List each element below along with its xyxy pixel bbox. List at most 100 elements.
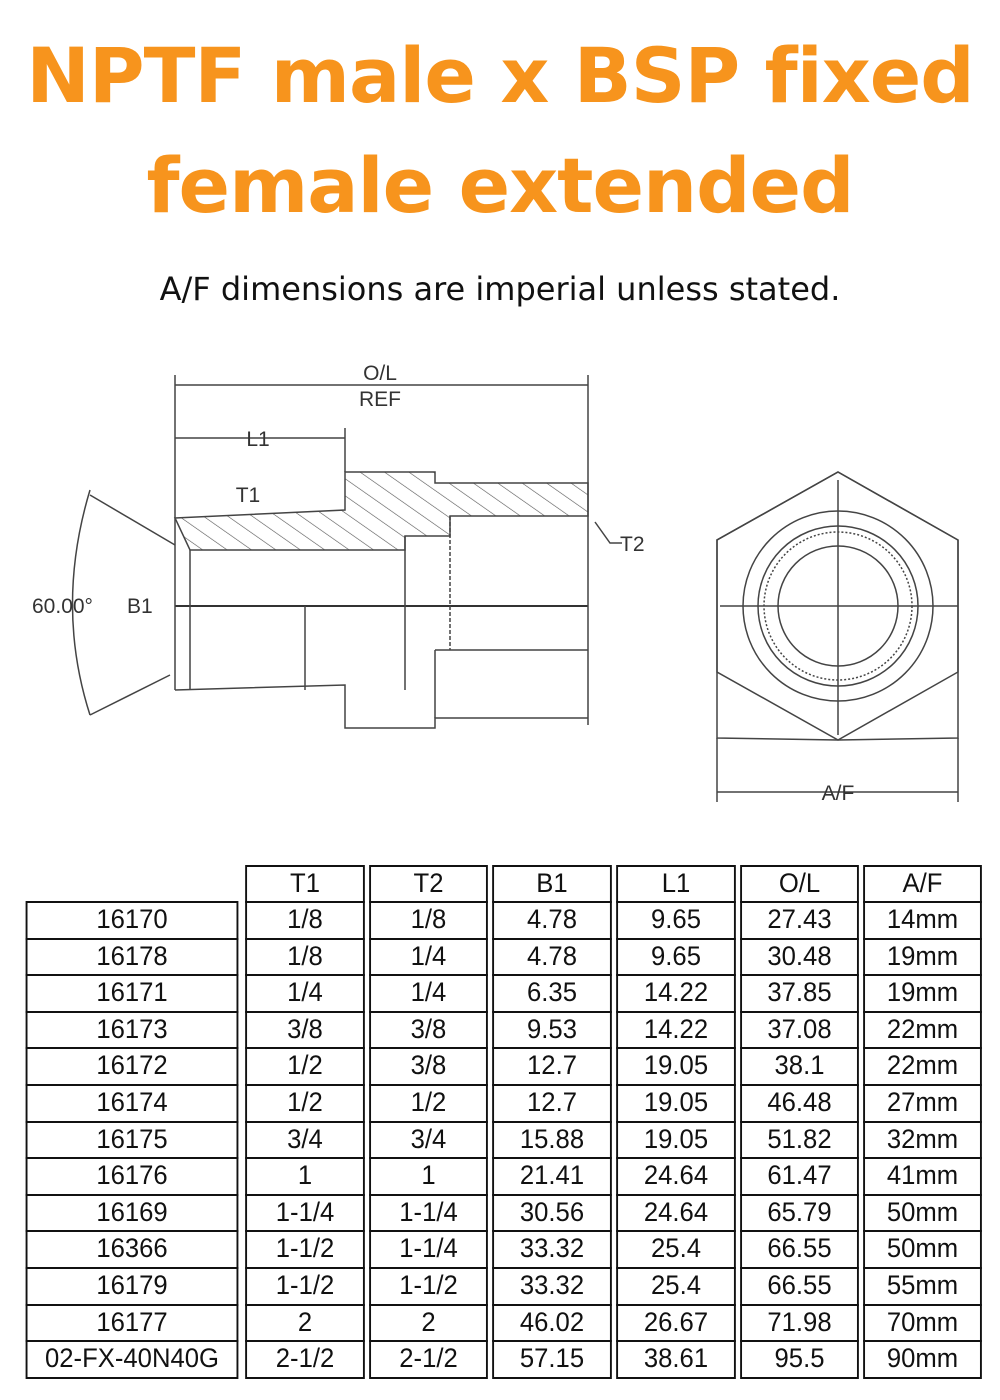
part-number-cell: 16170 (25, 901, 239, 940)
table-cell: 57.15 (492, 1340, 612, 1379)
table-cell: 38.1 (740, 1047, 859, 1086)
table-cell: 65.79 (740, 1193, 859, 1233)
table-cell: 14.22 (616, 1010, 736, 1050)
table-cell: 19mm (863, 974, 982, 1013)
table-cell: 24.64 (616, 1193, 736, 1233)
table-cell: 1/4 (245, 974, 365, 1013)
part-number-cell: 16169 (25, 1193, 239, 1233)
table-cell: 66.55 (740, 1230, 859, 1269)
part-number-cell: 16172 (25, 1047, 239, 1086)
table-cell: 21.41 (492, 1157, 612, 1196)
table-cell: 24.64 (616, 1157, 736, 1196)
table-cell: 38.61 (616, 1340, 736, 1379)
end-view (716, 471, 959, 802)
table-cell: 3/8 (245, 1010, 365, 1050)
table-cell: 26.67 (616, 1303, 736, 1343)
table-cell: 1-1/4 (245, 1193, 365, 1233)
part-number-cell: 02-FX-40N40G (25, 1340, 239, 1379)
table-cell: 19.05 (616, 1084, 736, 1123)
table-cell: 55mm (863, 1267, 982, 1306)
part-number-cell: 16173 (25, 1010, 239, 1050)
b1-label: B1 (127, 595, 153, 618)
column-header: T1 (245, 865, 365, 903)
table-cell: 1/4 (369, 974, 488, 1013)
table-cell: 9.65 (616, 937, 736, 977)
table-cell: 3/4 (245, 1120, 365, 1160)
l1-label: L1 (246, 428, 269, 451)
table-cell: 41mm (863, 1157, 982, 1196)
table-cell: 30.56 (492, 1193, 612, 1233)
technical-drawing: O/L REF L1 T1 T2 60.00° B1 A/F (32, 362, 959, 805)
table-cell: 4.78 (492, 901, 612, 940)
table-cell: 27.43 (740, 901, 859, 940)
column-header: O/L (740, 865, 859, 903)
table-cell: 22mm (863, 1010, 982, 1050)
table-cell: 1/2 (369, 1084, 488, 1123)
part-number-cell: 16171 (25, 974, 239, 1013)
ref-label: REF (359, 388, 401, 411)
table-cell: 9.65 (616, 901, 736, 940)
subtitle: A/F dimensions are imperial unless state… (159, 270, 841, 308)
t2-label: T2 (620, 533, 645, 556)
table-cell: 19.05 (616, 1120, 736, 1160)
column-header: A/F (863, 865, 982, 903)
column-header: L1 (616, 865, 736, 903)
table-cell: 32mm (863, 1120, 982, 1160)
table-cell: 61.47 (740, 1157, 859, 1196)
table-cell: 37.85 (740, 974, 859, 1013)
page-title-line-1: NPTF male x BSP fixed (26, 31, 974, 120)
af-label: A/F (822, 782, 855, 805)
table-cell: 3/4 (369, 1120, 488, 1160)
table-cell: 66.55 (740, 1267, 859, 1306)
part-number-cell: 16175 (25, 1120, 239, 1160)
table-cell: 1/2 (245, 1084, 365, 1123)
table-cell: 1-1/2 (245, 1230, 365, 1269)
table-cell: 1/8 (369, 901, 488, 940)
table-cell: 46.02 (492, 1303, 612, 1343)
table-cell: 3/8 (369, 1047, 488, 1086)
table-cell: 1-1/2 (369, 1267, 488, 1306)
table-cell: 2-1/2 (369, 1340, 488, 1379)
table-cell: 33.32 (492, 1267, 612, 1306)
table-cell: 1/2 (245, 1047, 365, 1086)
column-header: B1 (492, 865, 612, 903)
part-number-cell: 16176 (25, 1157, 239, 1196)
table-cell: 25.4 (616, 1230, 736, 1269)
table-cell: 70mm (863, 1303, 982, 1343)
table-cell: 14.22 (616, 974, 736, 1013)
angle-label: 60.00° (32, 595, 93, 618)
table-cell: 1/8 (245, 901, 365, 940)
table-cell: 2-1/2 (245, 1340, 365, 1379)
table-cell: 12.7 (492, 1047, 612, 1086)
ol-label: O/L (363, 362, 397, 385)
table-cell: 4.78 (492, 937, 612, 977)
table-cell: 1/4 (369, 937, 488, 977)
table-cell: 90mm (863, 1340, 982, 1379)
page-title-line-2: female extended (146, 141, 854, 230)
table-cell: 14mm (863, 901, 982, 940)
table-cell: 50mm (863, 1193, 982, 1233)
table-cell: 19mm (863, 937, 982, 977)
table-cell: 27mm (863, 1084, 982, 1123)
table-cell: 25.4 (616, 1267, 736, 1306)
table-cell: 2 (245, 1303, 365, 1343)
table-cell: 1 (245, 1157, 365, 1196)
table-cell: 46.48 (740, 1084, 859, 1123)
t1-label: T1 (236, 484, 261, 507)
table-cell: 51.82 (740, 1120, 859, 1160)
table-cell: 6.35 (492, 974, 612, 1013)
table-cell: 1 (369, 1157, 488, 1196)
part-number-cell: 16179 (25, 1267, 239, 1306)
table-cell: 30.48 (740, 937, 859, 977)
table-cell: 12.7 (492, 1084, 612, 1123)
table-cell: 71.98 (740, 1303, 859, 1343)
table-cell: 1-1/2 (245, 1267, 365, 1306)
part-number-cell: 16366 (25, 1230, 239, 1269)
column-header: T2 (369, 865, 488, 903)
table-cell: 15.88 (492, 1120, 612, 1160)
part-number-cell: 16174 (25, 1084, 239, 1123)
part-number-cell: 16178 (25, 937, 239, 977)
table-cell: 95.5 (740, 1340, 859, 1379)
table-cell: 3/8 (369, 1010, 488, 1050)
table-cell: 37.08 (740, 1010, 859, 1050)
